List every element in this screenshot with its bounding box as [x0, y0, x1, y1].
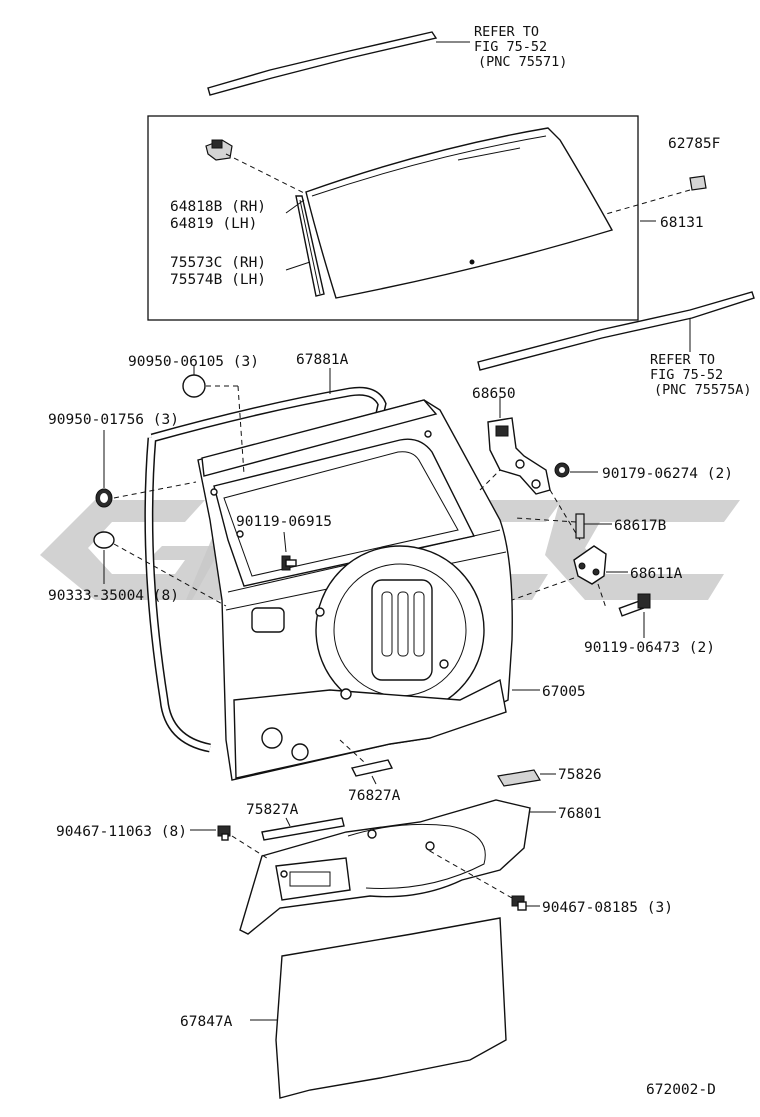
refer-top-line2: FIG 75-52 [474, 39, 547, 55]
bolt-90119-06473 [618, 593, 651, 617]
roof-moulding-lower [477, 291, 755, 371]
clip-62785f [689, 175, 707, 191]
label-67847A: 67847A [180, 1014, 233, 1030]
plug-90950-06105 [182, 374, 206, 398]
label-64818B: 64818B (RH) [170, 199, 266, 215]
label-90119-06915: 90119-06915 [236, 514, 332, 530]
clip-90467-08185 [511, 895, 527, 911]
label-67005: 67005 [542, 684, 586, 700]
nut-90179-06274 [554, 462, 570, 478]
refer-right-line3: (PNC 75575A) [654, 382, 752, 398]
label-75827A: 75827A [246, 802, 299, 818]
label-90467-11063: 90467-11063 (8) [56, 824, 187, 840]
label-90950-06105: 90950-06105 (3) [128, 354, 259, 370]
service-hole-cover-67847a [275, 917, 507, 1099]
label-62785F: 62785F [668, 136, 720, 152]
roof-moulding-upper [207, 31, 470, 96]
figure-id: 672002-D [646, 1082, 716, 1098]
plug-90333-35004 [93, 531, 115, 549]
clip-90467-11063 [217, 825, 231, 841]
label-90119-06473: 90119-06473 (2) [584, 640, 715, 656]
grommet-90950-01756 [95, 488, 113, 508]
glass-mark [469, 259, 475, 265]
door-trim-76801 [239, 799, 531, 935]
label-76801: 76801 [558, 806, 602, 822]
label-68131: 68131 [660, 215, 704, 231]
hinge-68650 [487, 417, 551, 495]
glass-clip-64818b [205, 139, 233, 161]
bolt-90119-06915 [281, 555, 297, 571]
refer-right-line1: REFER TO [650, 352, 715, 368]
refer-top-line1: REFER TO [474, 24, 539, 40]
label-67881A: 67881A [296, 352, 349, 368]
strip-76827a [350, 759, 394, 777]
label-68611A: 68611A [630, 566, 683, 582]
back-window-group-box [147, 115, 639, 321]
label-68617B: 68617B [614, 518, 667, 534]
label-90179-06274: 90179-06274 (2) [602, 466, 733, 482]
strip-75826 [497, 769, 541, 787]
back-door-glass [305, 127, 614, 299]
label-90333-35004: 90333-35004 (8) [48, 588, 179, 604]
back-door-panel-67005 [197, 399, 513, 781]
refer-top-line3: (PNC 75571) [478, 54, 567, 70]
label-68650: 68650 [472, 386, 516, 402]
label-75574B: 75574B (LH) [170, 272, 266, 288]
label-90950-01756: 90950-01756 (3) [48, 412, 179, 428]
door-weatherstrip-67881a [144, 386, 387, 753]
label-75826: 75826 [558, 767, 602, 783]
shim-68617b [575, 513, 585, 539]
strip-75827a [261, 817, 345, 841]
label-75573C: 75573C (RH) [170, 255, 266, 271]
hinge-68611a [573, 545, 607, 585]
label-64819: 64819 (LH) [170, 216, 257, 232]
label-76827A: 76827A [348, 788, 401, 804]
refer-right-line2: FIG 75-52 [650, 367, 723, 383]
label-90467-08185: 90467-08185 (3) [542, 900, 673, 916]
